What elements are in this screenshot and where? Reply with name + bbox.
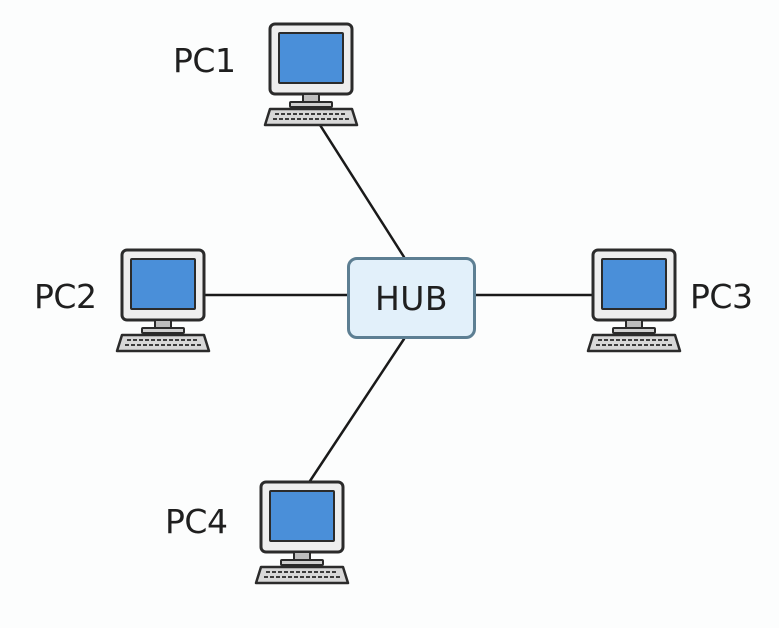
link-hub-pc1 [318, 123, 406, 259]
pc2-computer-icon [115, 248, 211, 353]
hub-label: HUB [374, 278, 449, 318]
pc3-label: PC3 [690, 277, 753, 316]
pc1-label: PC1 [173, 41, 236, 80]
pc3-computer-icon [586, 248, 682, 353]
pc4-label: PC4 [165, 502, 228, 541]
pc4-computer-icon [254, 480, 350, 585]
pc1-computer-icon [263, 22, 359, 127]
connections [203, 123, 600, 486]
hub-node: HUB [347, 257, 476, 339]
link-hub-pc4 [306, 337, 406, 486]
pc2-label: PC2 [34, 277, 97, 316]
